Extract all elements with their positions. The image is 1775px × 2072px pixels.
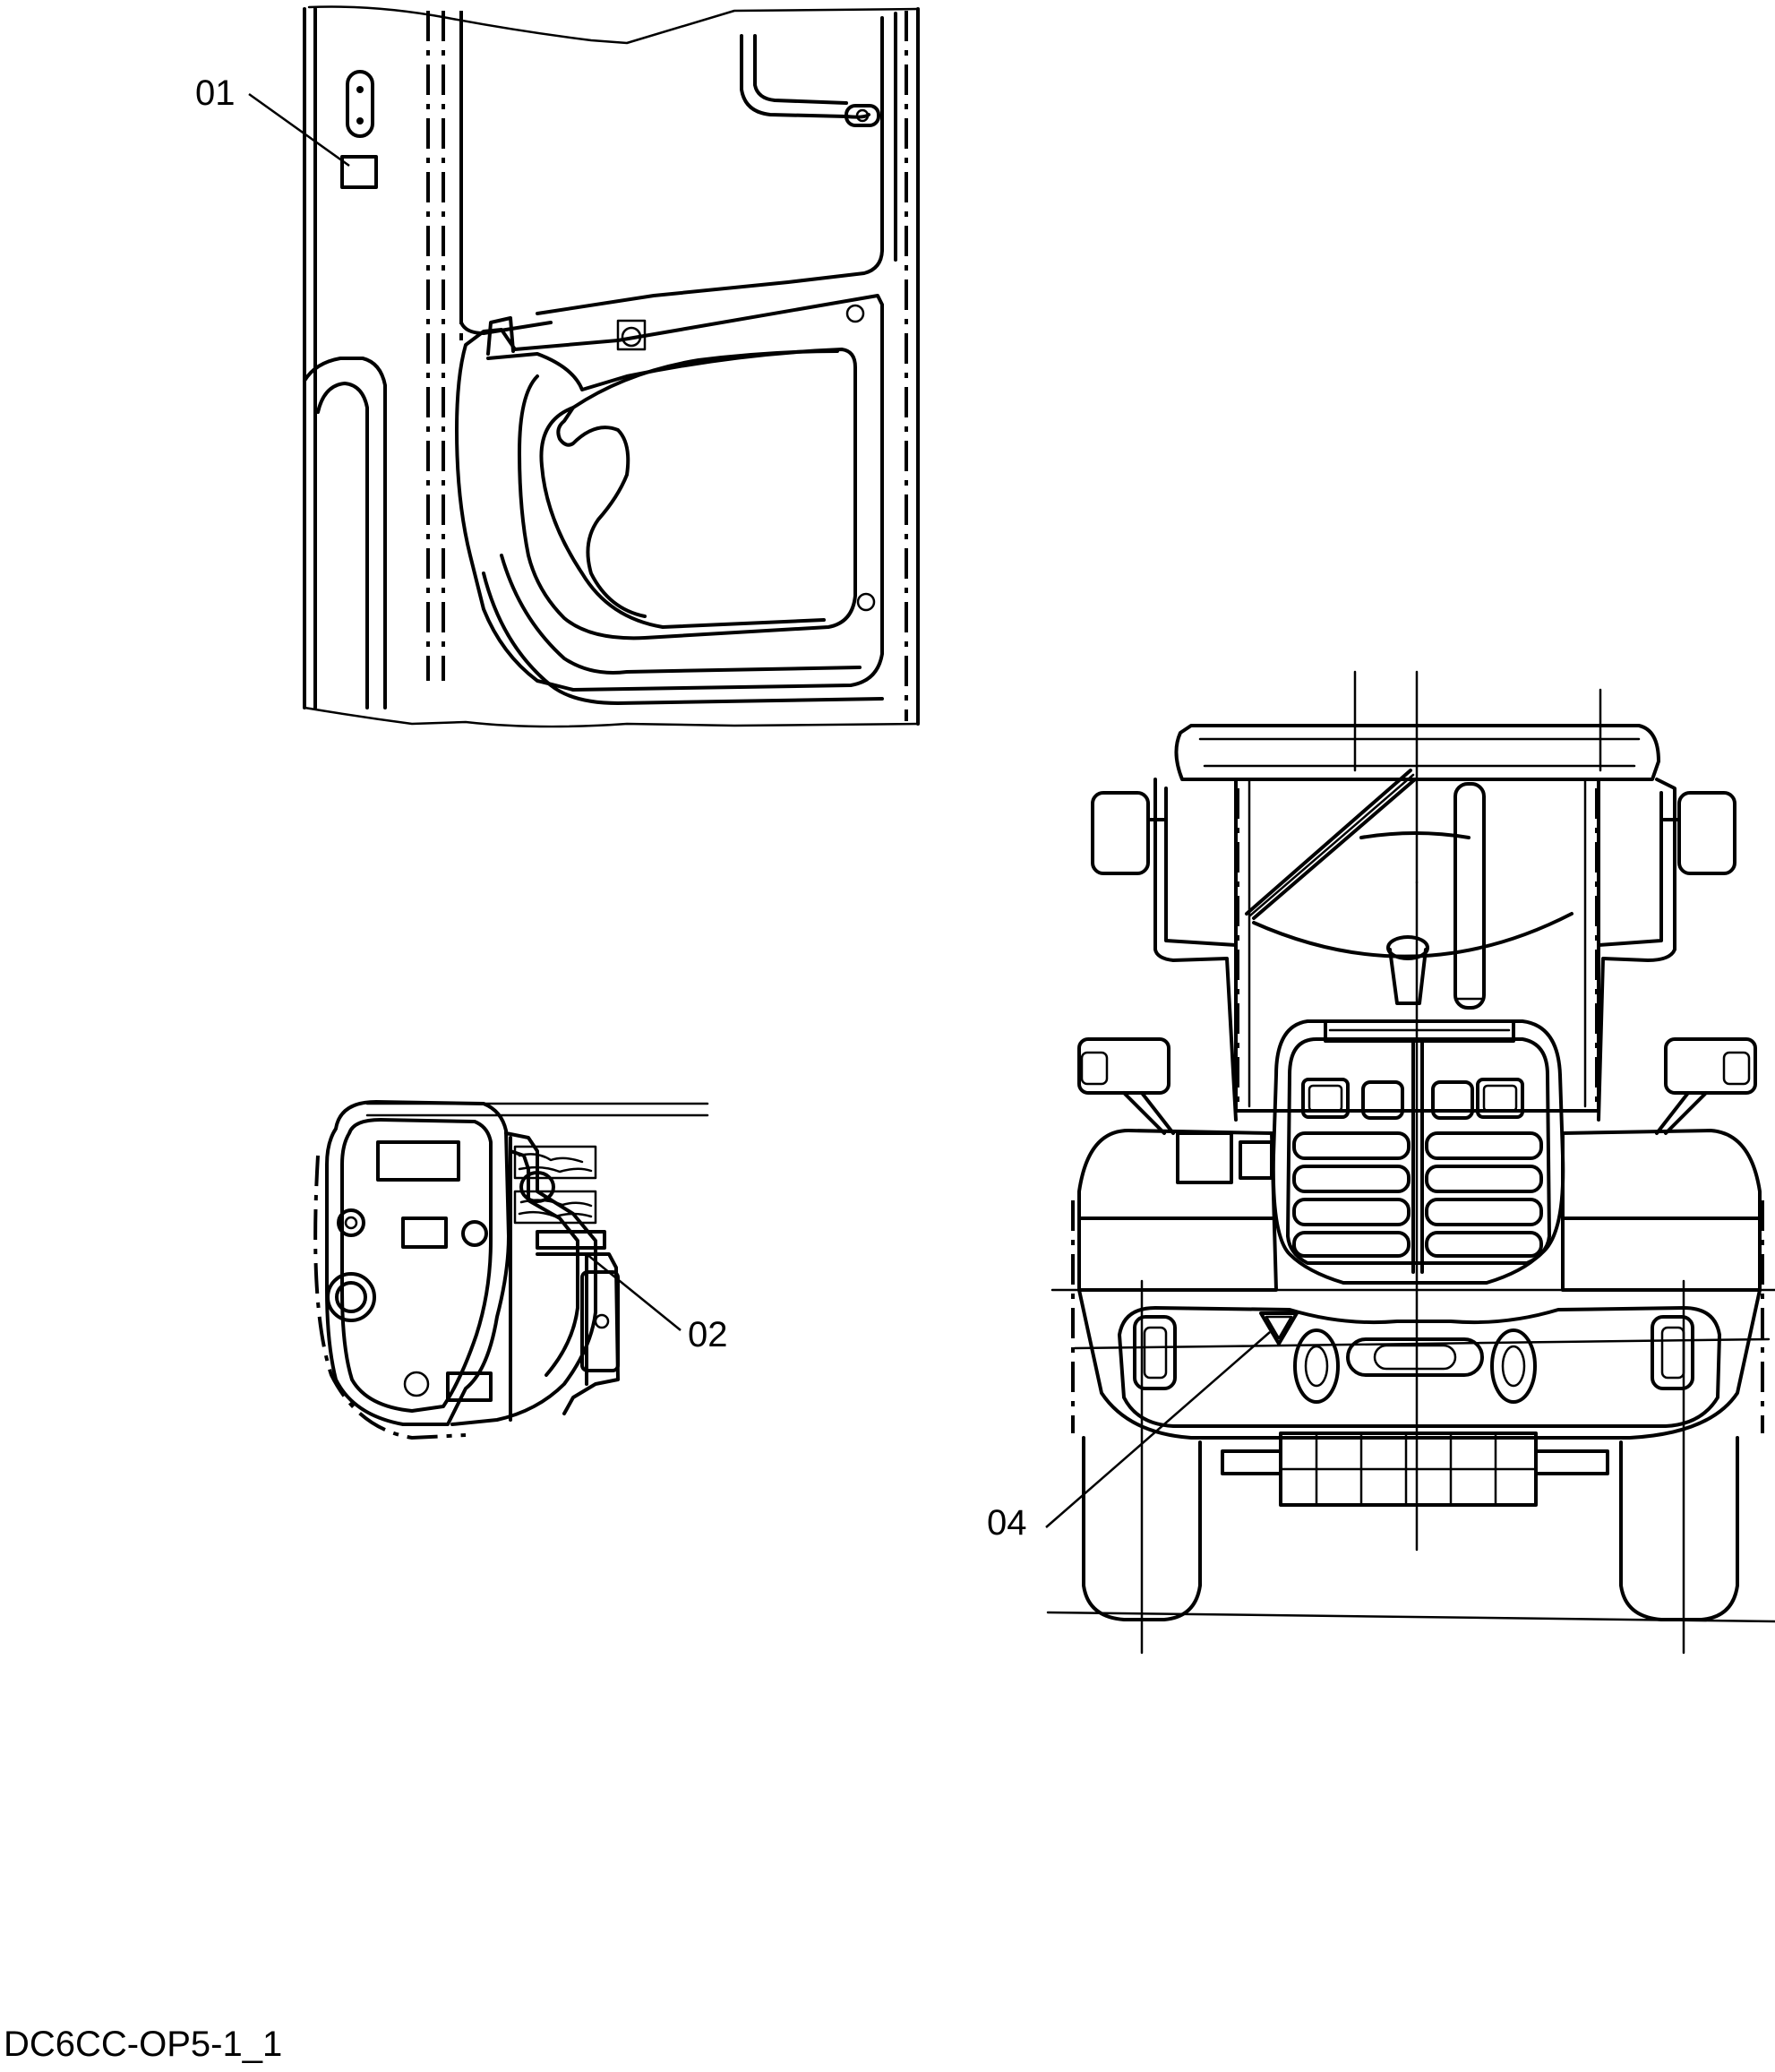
callout-01: 01 (195, 73, 350, 168)
cab-door-view (303, 5, 920, 728)
fender-step-view (313, 1100, 709, 1440)
callout-01-label: 01 (195, 73, 236, 113)
label-04-target (1259, 1311, 1299, 1346)
callout-02-label: 02 (688, 1315, 728, 1354)
drawing-id: DC6CC-OP5-1_1 (4, 2025, 283, 2064)
loader-front-view (1046, 670, 1775, 1655)
callout-04-label: 04 (987, 1503, 1027, 1543)
callout-04: 04 (987, 1331, 1271, 1543)
callout-02: 02 (586, 1253, 728, 1354)
label-01-target (340, 155, 378, 189)
